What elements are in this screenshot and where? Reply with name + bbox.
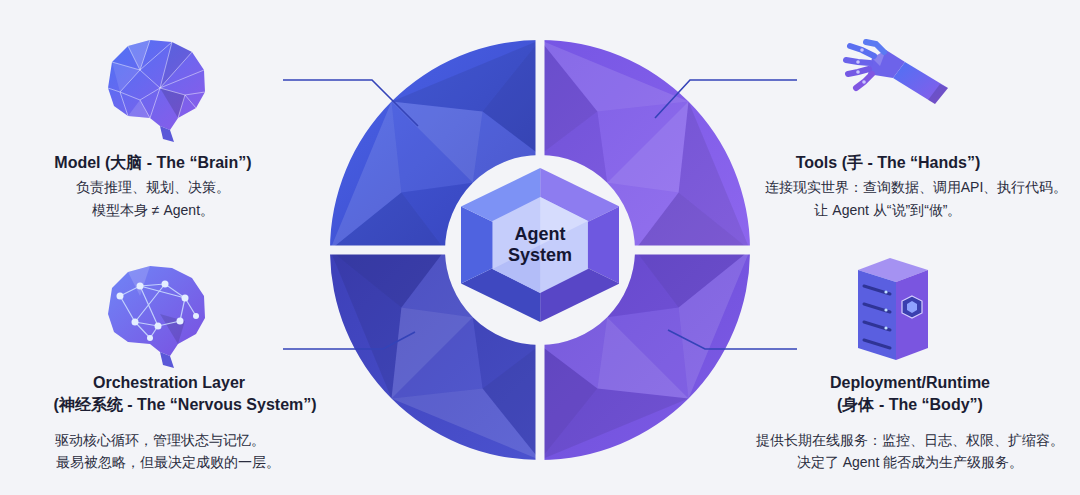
section-heading: Deployment/Runtime [830,373,990,392]
neural-brain-icon [108,266,205,368]
section-description: 连接现实世界：查询数据、调用API、执行代码。 [765,179,1068,196]
section-heading: Model (大脑 - The “Brain”) [54,153,251,172]
robot-hand-icon [846,42,948,104]
section-description: 提供长期在线服务：监控、日志、权限、扩缩容。 [756,432,1064,449]
section-description: 模型本身 ≠ Agent。 [92,202,214,219]
section-heading: Tools (手 - The “Hands”) [796,153,981,172]
section-description: 决定了 Agent 能否成为生产级服务。 [797,454,1023,471]
section-description: 负责推理、规划、决策。 [76,179,230,196]
leader-lines [283,80,797,349]
section-heading: (身体 - The “Body”) [837,395,983,414]
node-title: Agent System [494,224,586,265]
section-description: 驱动核心循环，管理状态与记忆。 [55,432,265,449]
section-heading: Orchestration Layer [93,373,245,392]
ring-segments [318,28,762,472]
section-description: 最易被忽略，但最决定成败的一层。 [56,454,280,471]
brain-icon [108,40,205,142]
server-icon [858,258,928,360]
hexagon-node: Agent System [461,168,619,322]
section-description: 让 Agent 从“说”到“做”。 [814,202,961,219]
section-heading: (神经系统 - The “Nervous System”) [53,395,316,414]
